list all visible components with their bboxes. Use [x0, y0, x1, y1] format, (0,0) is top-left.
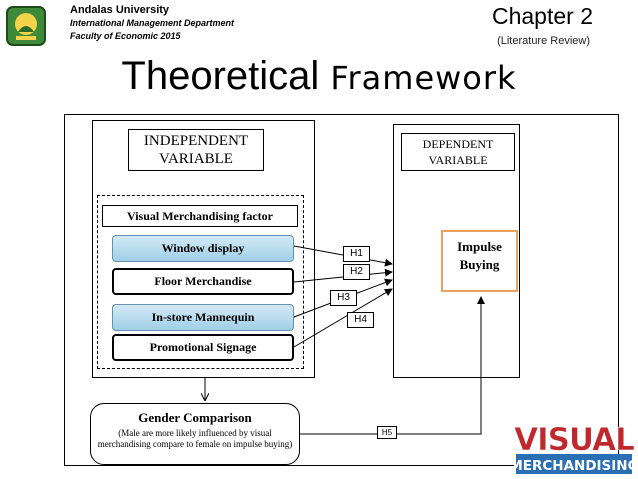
dependent-variable-label: DEPENDENT VARIABLE	[401, 133, 515, 171]
factor-group	[97, 195, 304, 369]
arrow-h5	[300, 296, 485, 435]
hypothesis-h3: H3	[330, 290, 357, 306]
page-title: Theoretical Framework	[0, 53, 638, 101]
university-name: Andalas University	[70, 4, 170, 16]
independent-panel	[92, 120, 315, 378]
dependent-panel	[393, 124, 520, 378]
factor-promotional-signage: Promotional Signage	[112, 334, 294, 361]
logo-word-visual: VISUAL	[514, 422, 634, 458]
factor-window-display: Window display	[112, 235, 294, 262]
arrow-h4	[293, 288, 393, 348]
visual-merchandising-logo: VISUAL MERCHANDISING	[514, 422, 634, 474]
chapter-subtitle: (Literature Review)	[497, 35, 590, 47]
factor-floor-merchandise: Floor Merchandise	[112, 268, 294, 295]
gender-comparison-title: Gender Comparison	[138, 410, 252, 425]
hypothesis-h4: H4	[347, 312, 374, 328]
title-part-2: Framework	[330, 59, 517, 97]
independent-variable-label: INDEPENDENT VARIABLE	[128, 129, 264, 171]
diagram-frame	[64, 114, 619, 466]
logo-word-merchandising: MERCHANDISING	[514, 458, 634, 474]
hypothesis-h2: H2	[343, 264, 370, 280]
gender-comparison-box: Gender Comparison (Male are more likely …	[90, 403, 300, 465]
title-part-1: Theoretical	[121, 54, 320, 98]
gender-comparison-description: (Male are more likely influenced by visu…	[97, 428, 293, 449]
factor-instore-mannequin: In-store Mannequin	[112, 304, 294, 331]
university-logo	[6, 6, 46, 46]
hypothesis-h1: H1	[343, 246, 370, 262]
department-name: International Management Department	[70, 18, 235, 28]
factor-group-label: Visual Merchandising factor	[102, 205, 298, 227]
faculty-name: Faculty of Economic 2015	[70, 31, 181, 41]
impulse-buying-box: Impulse Buying	[441, 230, 518, 292]
university-info: Andalas University International Managem…	[70, 3, 330, 43]
chapter-heading: Chapter 2	[491, 3, 593, 29]
hypothesis-h5: H5	[377, 426, 397, 439]
